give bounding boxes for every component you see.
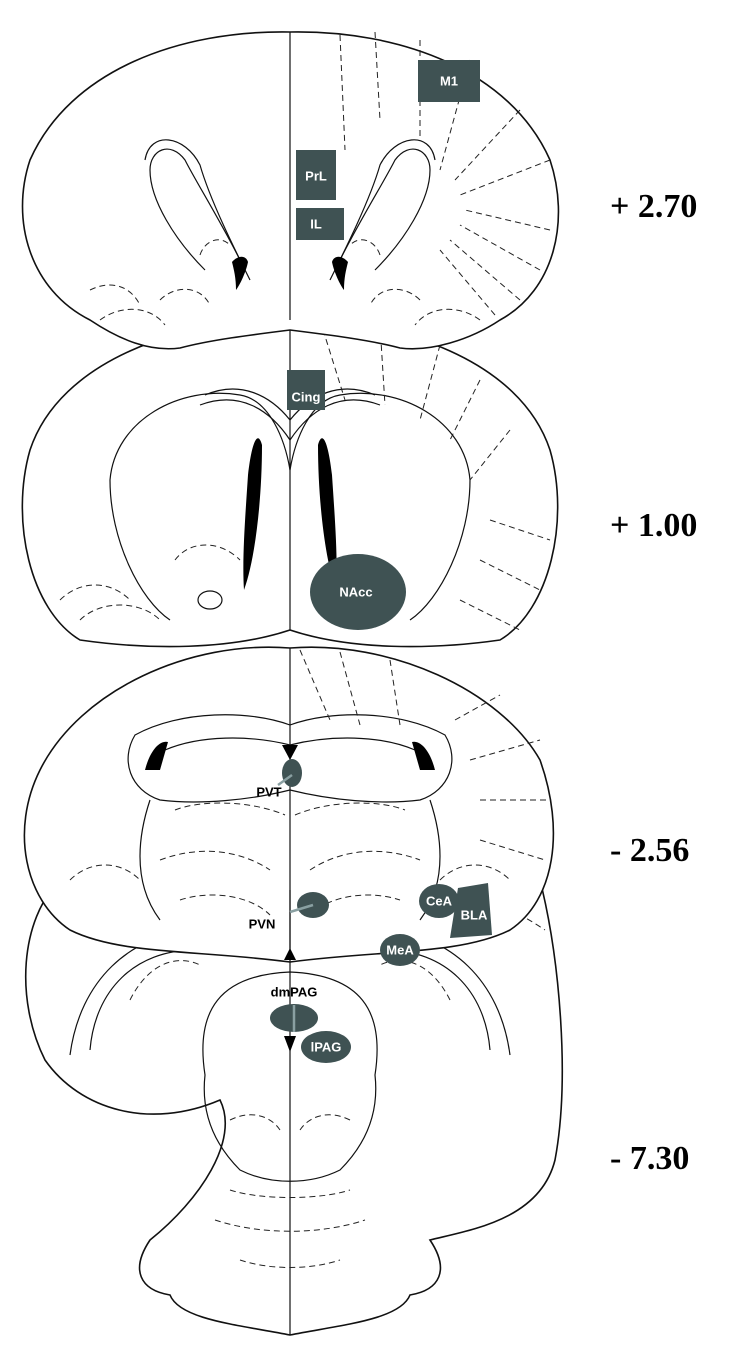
- label-dmpag: dmPAG: [271, 985, 318, 1000]
- bregma-coordinate-minus-2-56: - 2.56: [610, 832, 742, 870]
- label-m1: M1: [440, 74, 458, 89]
- label-il: IL: [310, 217, 322, 232]
- bregma-coordinate-2-70: + 2.70: [610, 188, 742, 226]
- label-nacc: NAcc: [339, 585, 372, 600]
- label-cing: Cing: [292, 390, 321, 405]
- label-pvt: PVT: [256, 785, 281, 800]
- region-pvt: [282, 759, 302, 787]
- label-mea: MeA: [386, 943, 414, 958]
- label-cea: CeA: [426, 894, 453, 909]
- section-plus-1-00-outline: [22, 318, 557, 647]
- label-prl: PrL: [305, 169, 327, 184]
- label-bla: BLA: [461, 908, 488, 923]
- bregma-coordinate-1-00: + 1.00: [610, 507, 742, 545]
- label-pvn: PVN: [249, 917, 276, 932]
- label-lpag: lPAG: [311, 1040, 342, 1055]
- bregma-coordinate-minus-7-30: - 7.30: [610, 1140, 742, 1178]
